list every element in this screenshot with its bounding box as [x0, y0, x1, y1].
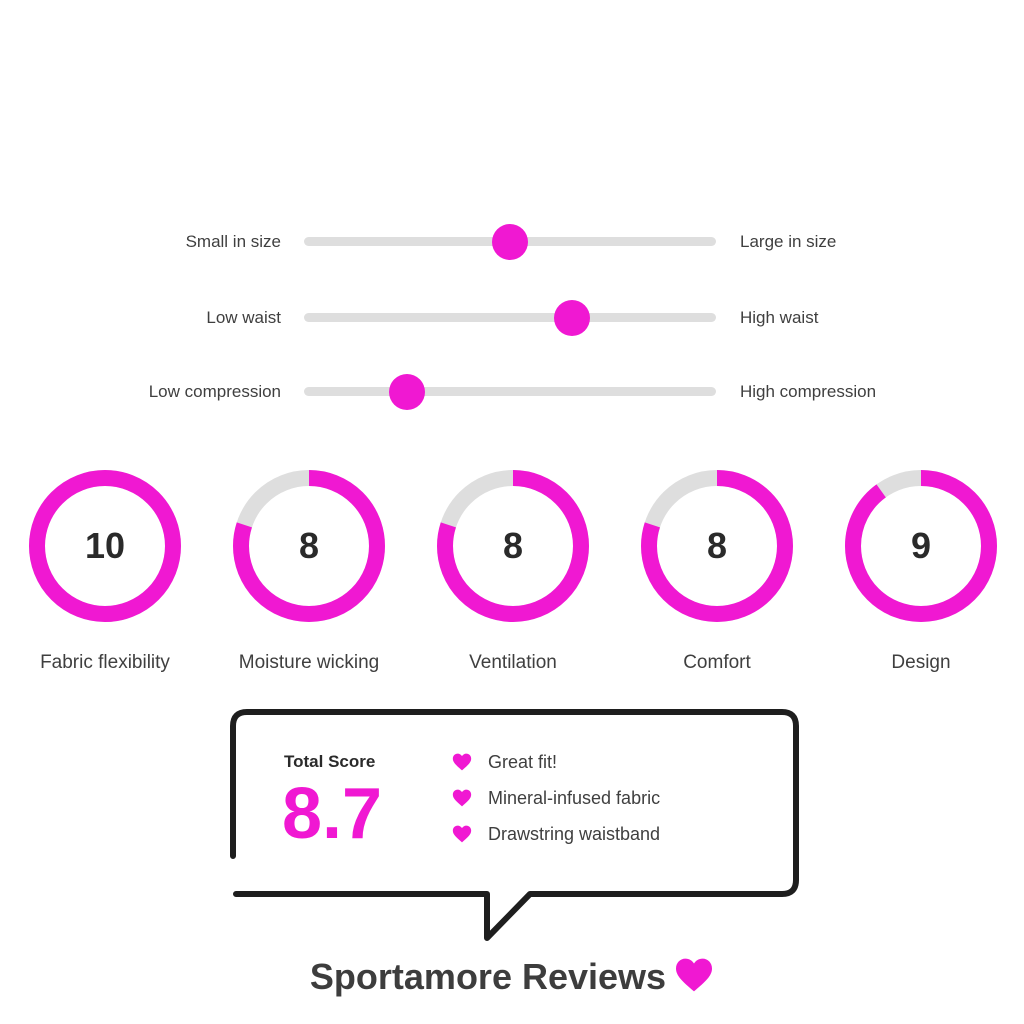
slider-thumb: [553, 300, 590, 336]
highlight-list: Great fit! Mineral-infused fabric Drawst…: [452, 752, 660, 860]
slider-left-label: Low waist: [206, 308, 281, 327]
heart-icon: [676, 958, 713, 992]
gauge-fabric-flexibility: 10: [25, 466, 185, 626]
highlight-text: Great fit!: [488, 752, 558, 772]
total-score-value: 8.7: [282, 774, 383, 854]
gauge-value: 8: [706, 525, 728, 566]
gauge-ventilation: 8: [433, 466, 593, 626]
slider-row-waist: Low waist High waist: [0, 298, 1024, 338]
gauge-label: Fabric flexibility: [40, 652, 170, 673]
brand-footer: Sportamore Reviews: [0, 956, 1024, 998]
gauge-arc: [845, 470, 997, 622]
bubble-outline: [230, 709, 799, 941]
slider-thumb: [492, 224, 528, 260]
slider-track: [304, 387, 716, 396]
list-item: Great fit!: [452, 752, 660, 788]
gauge-arc: [437, 470, 589, 622]
gauge-value: 8: [502, 525, 524, 566]
gauge-ring: [641, 470, 793, 622]
slider-right-label: High compression: [740, 382, 877, 401]
gauge-label: Ventilation: [469, 652, 557, 673]
highlight-text: Drawstring waistband: [488, 824, 661, 844]
slider-left-label: Low compression: [148, 382, 281, 401]
gauge-label: Design: [891, 652, 951, 673]
heart-icon: [452, 825, 472, 843]
brand-name: Sportamore Reviews: [309, 956, 667, 997]
gauge-ring: [233, 470, 385, 622]
gauge-comfort: 8: [637, 466, 797, 626]
list-item: Mineral-infused fabric: [452, 788, 660, 824]
gauge-label: Comfort: [683, 652, 751, 673]
heart-icon: [452, 753, 472, 771]
list-item: Drawstring waistband: [452, 824, 660, 860]
slider-row-compression: Low compression High compression: [0, 372, 1024, 412]
gauge-value: 9: [910, 525, 932, 566]
slider-right-label: High waist: [740, 308, 819, 327]
gauge-ring: [437, 470, 589, 622]
slider-row-size: Small in size Large in size: [0, 222, 1024, 262]
highlight-text: Mineral-infused fabric: [488, 788, 661, 808]
slider-right-label: Large in size: [740, 232, 837, 251]
gauge-ring: [845, 470, 997, 622]
slider-track: [304, 313, 716, 322]
total-score-label: Total Score: [284, 752, 376, 771]
gauge-value: 8: [298, 525, 320, 566]
gauge-arc: [641, 470, 793, 622]
slider-left-label: Small in size: [185, 232, 281, 251]
gauge-value: 10: [84, 525, 126, 566]
gauge-label: Moisture wicking: [238, 652, 380, 673]
gauge-arc: [233, 470, 385, 622]
gauge-design: 9: [841, 466, 1001, 626]
gauge-ring: [29, 470, 181, 622]
heart-icon: [452, 789, 472, 807]
gauge-moisture-wicking: 8: [229, 466, 389, 626]
slider-thumb: [389, 374, 425, 410]
gauge-arc: [29, 470, 181, 622]
